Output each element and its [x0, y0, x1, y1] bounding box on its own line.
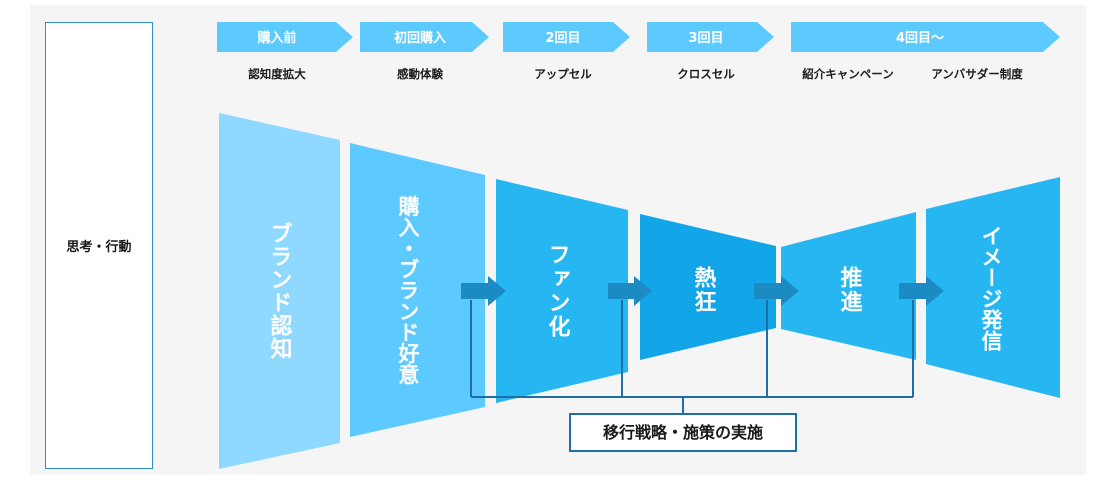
transition-arrow-4	[899, 276, 944, 306]
transition-arrow-2	[608, 276, 652, 306]
stage-sub-3: アップセル	[534, 67, 592, 81]
funnel-label-enthusiasm: 熱狂	[691, 265, 717, 314]
funnel-segment-enthusiasm	[640, 214, 776, 360]
funnel-segment-image-broadcast	[926, 177, 1060, 398]
funnel-label-promotion: 推進	[837, 266, 863, 314]
funnel-label-image-broadcast: イメージ発信	[979, 225, 1004, 352]
funnel-label-brand-awareness: ブランド認知	[267, 221, 293, 360]
thought-action-label: 思考・行動	[66, 240, 132, 255]
stage-arrow-4	[647, 22, 774, 52]
stage-sub-5b: アンバサダー制度	[931, 67, 1023, 81]
strategy-label: 移行戦略・施策の実施	[603, 423, 763, 442]
funnel-label-fan: ファン化	[545, 243, 571, 339]
funnel-segment-purchase-favor	[350, 143, 485, 437]
stage-label-2: 初回購入	[394, 30, 446, 46]
stage-arrow-5	[791, 22, 1060, 52]
funnel-segment-fan	[496, 179, 628, 403]
funnel-label-purchase-favor: 購入・ブランド好意	[396, 195, 421, 385]
stage-sub-5a: 紹介キャンペーン	[802, 67, 893, 81]
stage-sub-1: 認知度拡大	[248, 67, 306, 81]
thought-action-box: 思考・行動	[45, 22, 153, 469]
transition-arrow-3	[754, 276, 799, 306]
stage-arrow-3	[503, 22, 630, 52]
stage-label-1: 購入前	[256, 30, 296, 46]
funnel-segment-brand-awareness	[219, 113, 340, 469]
strategy-box	[569, 413, 797, 452]
strategy-bracket	[470, 300, 914, 414]
stage-arrow-2	[360, 22, 489, 52]
stage-sub-4: クロスセル	[677, 67, 735, 81]
stage-arrow-1	[217, 22, 353, 52]
transition-arrow-1	[461, 276, 506, 306]
stage-sub-2: 感動体験	[397, 67, 443, 81]
stage-label-5: 4回目〜	[896, 31, 944, 46]
funnel-segment-promotion	[781, 212, 916, 360]
stage-label-3: 2回目	[545, 31, 580, 46]
stage-label-4: 3回目	[688, 31, 723, 46]
